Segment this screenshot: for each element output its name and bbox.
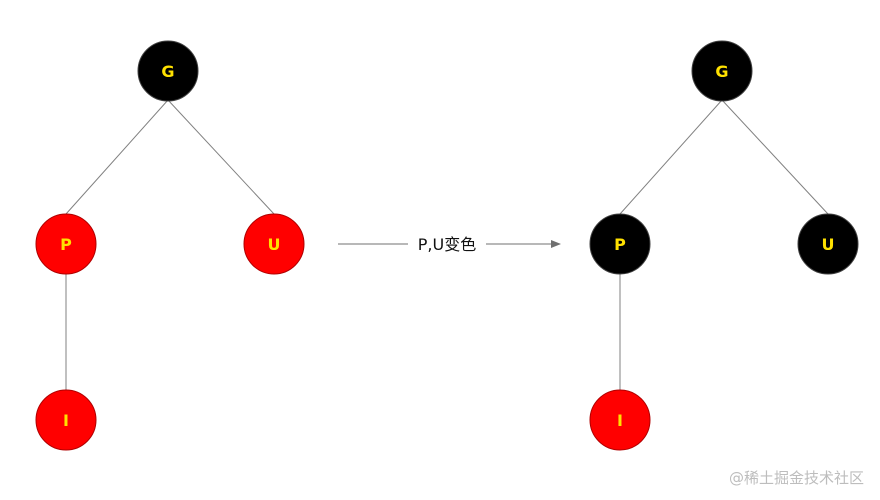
- before-node-u: U: [243, 213, 305, 275]
- after-node-g: G: [691, 40, 753, 102]
- after-node-u-label: U: [822, 235, 835, 254]
- before-node-i-label: I: [63, 411, 69, 430]
- arrow-label: P,U变色: [418, 235, 476, 254]
- after-node-u: U: [797, 213, 859, 275]
- after-node-i: I: [589, 389, 651, 451]
- after-tree: G P U I: [589, 40, 859, 451]
- before-node-p: P: [35, 213, 97, 275]
- before-node-g: G: [137, 40, 199, 102]
- transition-arrow: P,U变色: [338, 235, 561, 254]
- before-node-p-label: P: [60, 235, 72, 254]
- after-node-g-label: G: [715, 62, 728, 81]
- after-edge-g-p: [619, 99, 723, 215]
- watermark: @稀土掘金技术社区: [728, 469, 864, 487]
- after-node-p: P: [589, 213, 651, 275]
- after-node-p-label: P: [614, 235, 626, 254]
- before-edge-g-u: [167, 99, 275, 215]
- after-edge-g-u: [721, 99, 829, 215]
- before-node-u-label: U: [268, 235, 281, 254]
- after-node-i-label: I: [617, 411, 623, 430]
- before-node-i: I: [35, 389, 97, 451]
- before-edge-g-p: [65, 99, 169, 215]
- before-node-g-label: G: [161, 62, 174, 81]
- before-tree: G P U I: [35, 40, 305, 451]
